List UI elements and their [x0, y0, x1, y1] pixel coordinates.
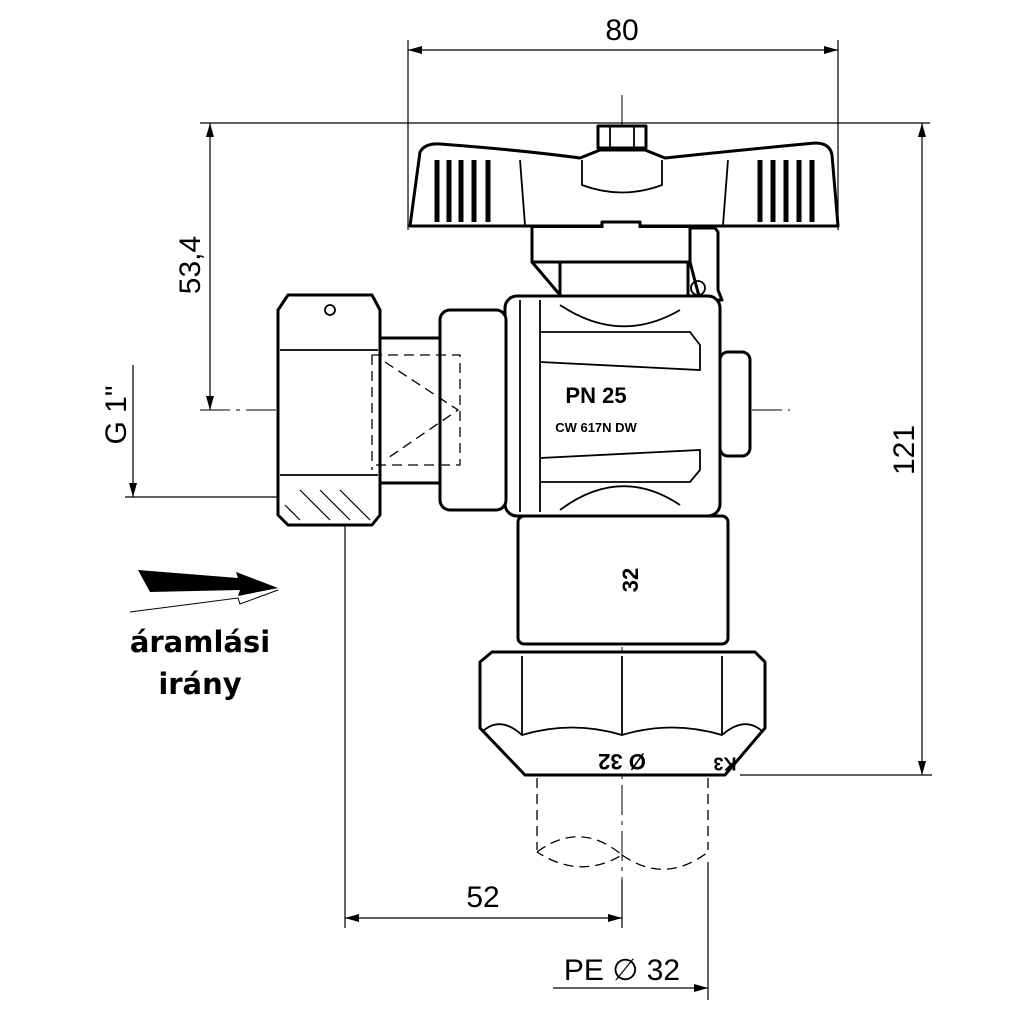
- flow-label-line1: áramlási: [130, 625, 270, 659]
- dimension-total-height: 121: [740, 123, 932, 776]
- dimension-thread-label: G 1": [100, 385, 133, 444]
- valve-body: PN 25 CW 617N DW: [503, 294, 752, 518]
- flow-direction-arrow-icon: [129, 570, 279, 613]
- dimension-width: 80: [407, 14, 839, 230]
- pressure-marking: PN 25: [565, 383, 626, 408]
- dimension-handle-height: 53,4: [174, 123, 214, 410]
- dimension-offset-label: 52: [466, 881, 499, 914]
- stem-block: [530, 220, 724, 302]
- dimension-pipe: PE ∅ 32: [553, 862, 709, 1000]
- butterfly-handle: [408, 124, 840, 228]
- dimension-thread: G 1": [100, 365, 282, 498]
- left-union-fitting: [276, 293, 508, 527]
- phantom-pipe: [536, 778, 709, 870]
- bottom-compression-fitting: 32 Ø 32 K3: [478, 514, 767, 777]
- nut-mark: K3: [713, 753, 736, 773]
- dimension-width-label: 80: [605, 14, 638, 47]
- size-marking: 32: [618, 568, 643, 592]
- dimension-handle-height-label: 53,4: [174, 236, 207, 294]
- flow-label-line2: irány: [158, 667, 241, 701]
- nut-size-marking: Ø 32: [598, 749, 646, 774]
- dimension-offset: 52: [344, 500, 623, 928]
- dimension-total-height-label: 121: [888, 425, 921, 475]
- material-marking: CW 617N DW: [555, 420, 637, 435]
- dimension-pipe-label: PE ∅ 32: [564, 954, 680, 987]
